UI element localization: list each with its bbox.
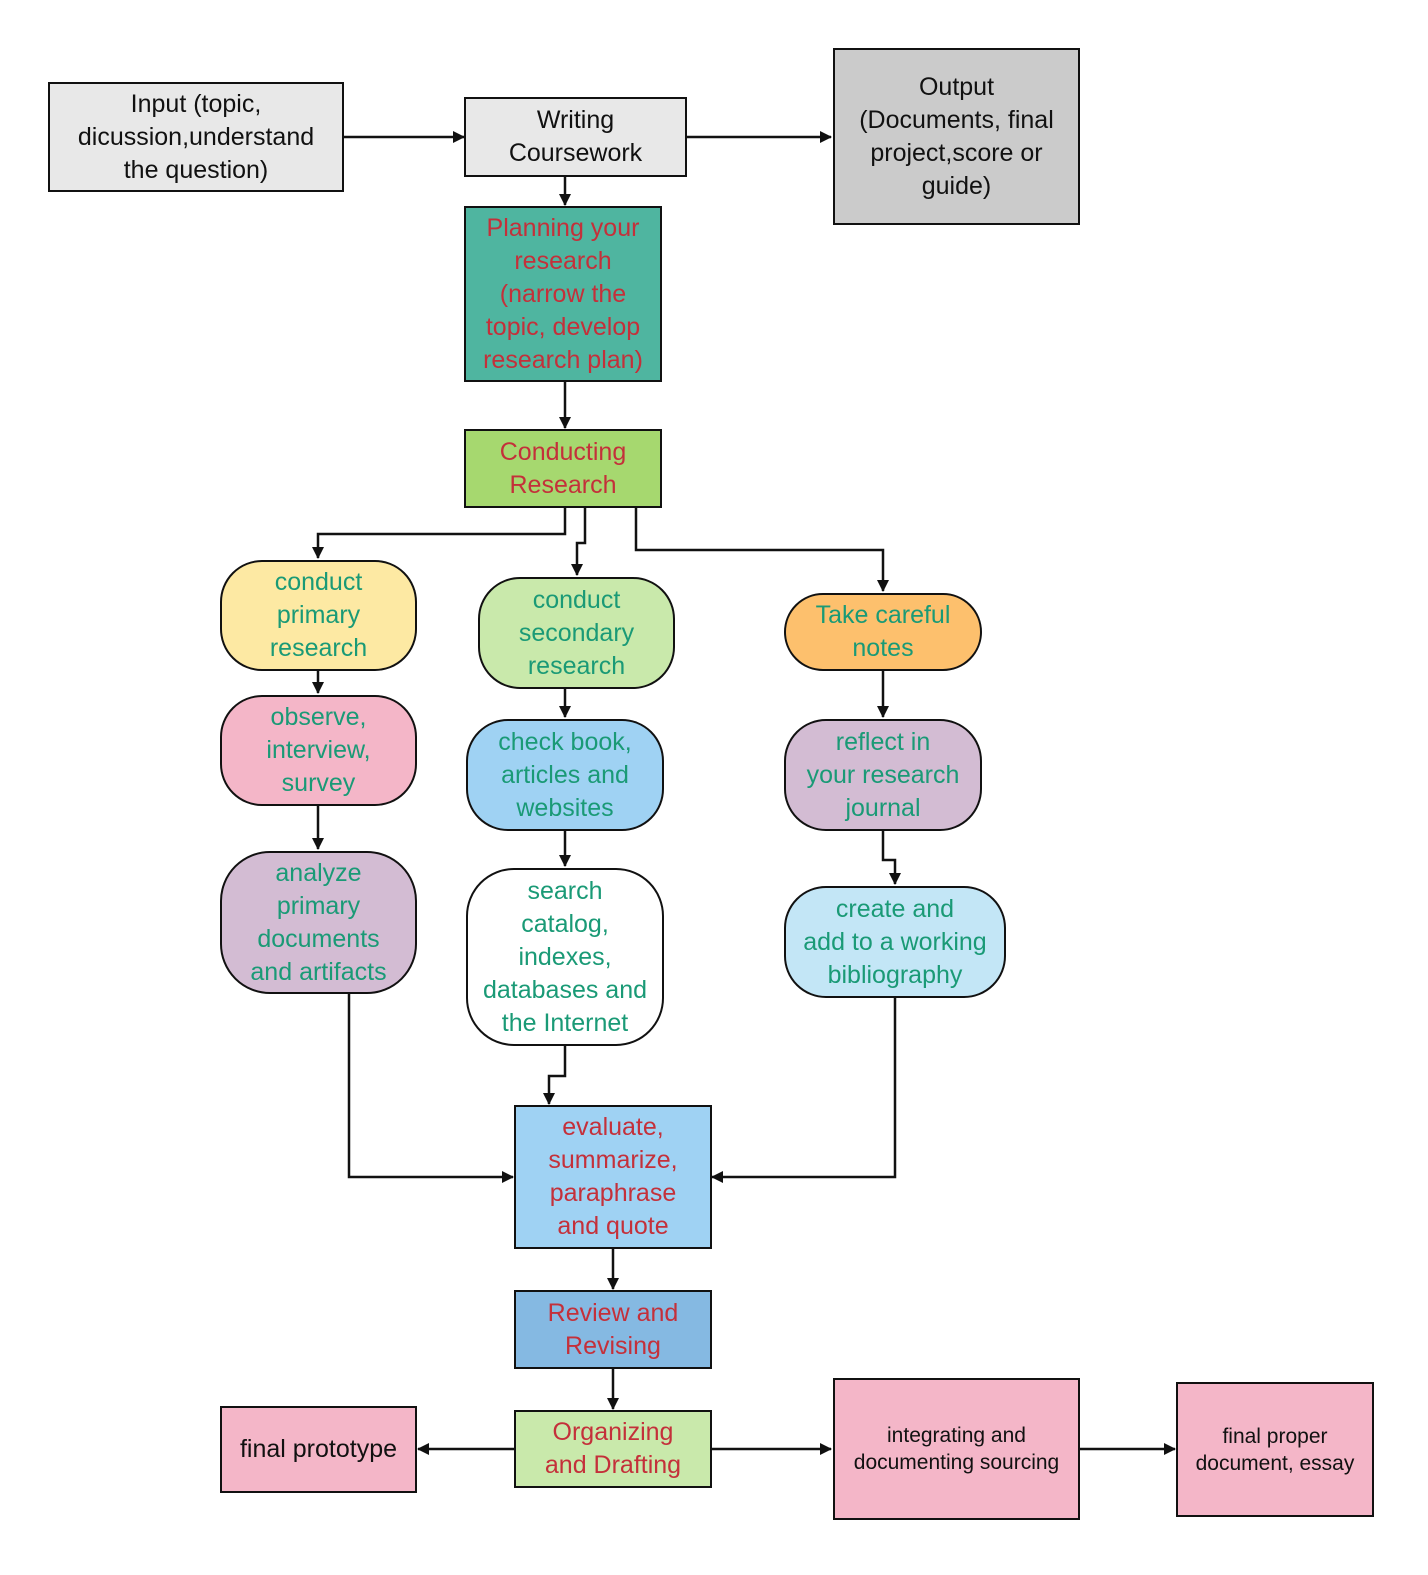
node-search-catalog-indexes-label: search catalog, indexes, databases and t… [482,876,648,1037]
node-planning-research: Planning your research (narrow the topic… [464,206,662,382]
node-create-working-bibliography-label: create and add to a working bibliography [803,894,987,989]
node-input: Input (topic, dicussion,understand the q… [48,82,344,192]
arrow-conducting-to-notes [634,508,889,592]
arrow-conducting-to-secondary [571,508,587,576]
node-writing-coursework-label: Writing Coursework [508,106,643,167]
node-evaluate-summarize: evaluate, summarize, paraphrase and quot… [514,1105,712,1249]
node-final-prototype: final prototype [220,1406,417,1493]
node-evaluate-summarize-label: evaluate, summarize, paraphrase and quot… [548,1113,678,1240]
node-conducting-research: Conducting Research [464,429,662,508]
node-conducting-research-label: Conducting Research [499,437,627,499]
node-final-proper-document: final proper document, essay [1176,1382,1374,1517]
node-analyze-primary-documents: analyze primary documents and artifacts [220,851,417,994]
node-conduct-secondary-research: conduct secondary research [478,577,675,689]
node-organizing-drafting: Organizing and Drafting [514,1410,712,1488]
node-output-label: Output (Documents, final project,score o… [859,72,1054,200]
node-observe-interview-survey-label: observe, interview, survey [266,703,371,797]
node-final-proper-document-label: final proper document, essay [1195,1424,1355,1475]
node-conduct-secondary-research-label: conduct secondary research [518,585,635,680]
arrow-conducting-to-primary [312,508,567,559]
arrow-bibliography-to-evaluate [711,998,897,1183]
node-review-revising: Review and Revising [514,1290,712,1369]
node-integrating-documenting-label: integrating and documenting sourcing [853,1424,1060,1474]
node-final-prototype-label: final prototype [239,1435,398,1463]
node-input-label: Input (topic, dicussion,understand the q… [77,89,315,184]
node-planning-research-label: Planning your research (narrow the topic… [483,213,643,374]
node-analyze-primary-documents-label: analyze primary documents and artifacts [250,858,387,986]
node-check-book-articles: check book, articles and websites [466,719,664,831]
arrow-reflect-to-bibliography [881,831,901,885]
node-check-book-articles-label: check book, articles and websites [498,727,632,822]
node-search-catalog-indexes: search catalog, indexes, databases and t… [466,868,664,1046]
node-integrating-documenting: integrating and documenting sourcing [833,1378,1080,1520]
node-take-careful-notes-label: Take careful notes [815,601,951,662]
node-writing-coursework: Writing Coursework [464,97,687,177]
node-create-working-bibliography: create and add to a working bibliography [784,886,1006,998]
node-conduct-primary-research-label: conduct primary research [269,568,368,662]
arrow-analyze-to-evaluate [347,994,514,1183]
node-review-revising-label: Review and Revising [547,1298,679,1360]
node-observe-interview-survey: observe, interview, survey [220,695,417,806]
node-conduct-primary-research: conduct primary research [220,560,417,671]
node-organizing-drafting-label: Organizing and Drafting [544,1418,682,1479]
node-reflect-research-journal: reflect in your research journal [784,719,982,831]
node-take-careful-notes: Take careful notes [784,593,982,671]
node-reflect-research-journal-label: reflect in your research journal [806,727,960,822]
node-output: Output (Documents, final project,score o… [833,48,1080,225]
arrow-search-to-evaluate [543,1046,567,1105]
